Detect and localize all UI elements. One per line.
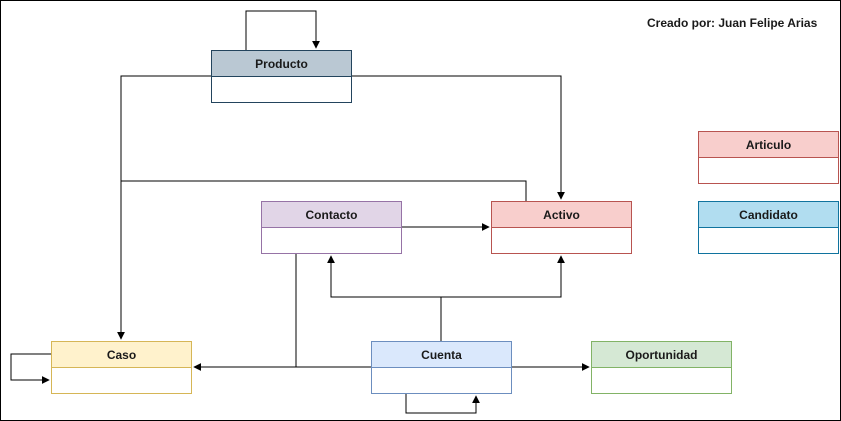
entity-activo-body	[492, 228, 631, 253]
entity-candidato[interactable]: Candidato	[698, 201, 839, 254]
entity-producto-title: Producto	[212, 51, 351, 77]
edge-activo-caso	[121, 180, 527, 201]
entity-contacto-body	[262, 228, 401, 253]
entity-cuenta[interactable]: Cuenta	[371, 341, 512, 394]
edge-producto-self	[245, 10, 320, 50]
edge-cuenta-contacto	[327, 255, 442, 341]
entity-candidato-body	[699, 228, 838, 253]
entity-contacto[interactable]: Contacto	[261, 201, 402, 254]
entity-articulo-title: Articulo	[699, 132, 838, 158]
entity-oportunidad-body	[592, 368, 731, 393]
entity-caso[interactable]: Caso	[51, 341, 192, 394]
edge-cuenta-activo	[441, 255, 565, 298]
edge-caso-self	[10, 353, 51, 384]
entity-producto[interactable]: Producto	[211, 50, 352, 103]
entity-caso-title: Caso	[52, 342, 191, 368]
entity-cuenta-title: Cuenta	[372, 342, 511, 368]
entity-producto-body	[212, 77, 351, 102]
author-credit: Creado por: Juan Felipe Arias	[647, 16, 818, 30]
entity-articulo-body	[699, 158, 838, 183]
entity-caso-body	[52, 368, 191, 393]
entity-candidato-title: Candidato	[699, 202, 838, 228]
entity-cuenta-body	[372, 368, 511, 393]
entity-oportunidad[interactable]: Oportunidad	[591, 341, 732, 394]
entity-activo-title: Activo	[492, 202, 631, 228]
edge-cuenta-self	[405, 394, 480, 414]
entity-articulo[interactable]: Articulo	[698, 131, 839, 184]
entity-oportunidad-title: Oportunidad	[592, 342, 731, 368]
entity-activo[interactable]: Activo	[491, 201, 632, 254]
entity-contacto-title: Contacto	[262, 202, 401, 228]
